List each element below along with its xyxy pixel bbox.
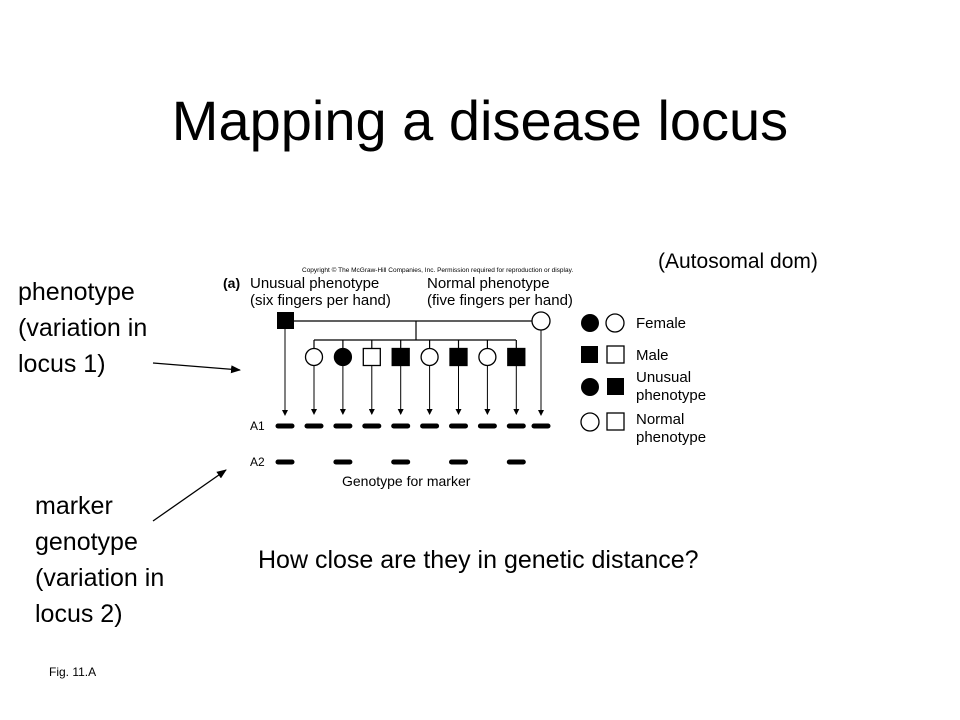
inheritance-mode-note: (Autosomal dom)	[658, 250, 818, 273]
phenotype-annotation-line: locus 1)	[18, 350, 106, 378]
legend-unusual-female-symbol	[581, 378, 599, 396]
parent-normal-sublabel: (five fingers per hand)	[427, 292, 573, 309]
allele-a1-label: A1	[250, 419, 265, 433]
offspring-affected-male	[391, 347, 410, 367]
legend-female-normal-symbol	[605, 313, 625, 333]
legend: Female Male Unusual phenotype Normal phe…	[580, 313, 706, 446]
legend-female-label: Female	[636, 315, 686, 332]
parent-normal-label: Normal phenotype	[427, 275, 550, 292]
legend-female-affected-symbol	[581, 314, 599, 332]
legend-normal-label-2: phenotype	[636, 429, 706, 446]
legend-normal-label: Normal	[636, 411, 684, 428]
allele-a2-label: A2	[250, 455, 265, 469]
slide-title: Mapping a disease locus	[171, 89, 789, 152]
parent-unusual-sublabel: (six fingers per hand)	[250, 292, 391, 309]
phenotype-annotation: phenotype (variation in locus 1)	[18, 274, 238, 382]
phenotype-annotation-line: phenotype	[18, 278, 135, 306]
offspring-normal-female	[420, 347, 439, 367]
legend-unusual-male-symbol	[607, 378, 624, 395]
parent-unusual-label: Unusual phenotype	[250, 275, 379, 292]
legend-male-label: Male	[636, 347, 669, 364]
mother-normal-female	[531, 311, 551, 331]
panel-label: (a)	[223, 275, 240, 291]
offspring-normal-female	[304, 347, 324, 367]
phenotype-pointer-arrow	[152, 362, 241, 374]
legend-normal-male-symbol	[606, 412, 625, 431]
legend-unusual-label-2: phenotype	[636, 387, 706, 404]
offspring-affected-male	[449, 347, 468, 367]
marker-pointer-arrow	[152, 469, 227, 522]
legend-male-affected-symbol	[581, 346, 598, 363]
legend-normal-female-symbol	[580, 412, 600, 432]
marker-annotation-line: genotype	[35, 528, 138, 556]
marker-annotation-line: (variation in	[35, 564, 165, 592]
question-text: How close are they in genetic distance?	[258, 546, 699, 574]
offspring-normal-female	[478, 347, 497, 367]
phenotype-annotation-line: (variation in	[18, 314, 148, 342]
marker-annotation: marker genotype (variation in locus 2)	[35, 488, 235, 632]
genotype-caption: Genotype for marker	[342, 473, 471, 489]
copyright-notice: Copyright © The McGraw-Hill Companies, I…	[302, 266, 573, 274]
father-affected-male	[277, 312, 294, 329]
offspring-normal-male	[362, 347, 381, 367]
marker-annotation-line: locus 2)	[35, 600, 123, 628]
marker-annotation-line: marker	[35, 492, 113, 520]
offspring-affected-male	[507, 347, 526, 367]
offspring-group	[304, 340, 526, 415]
offspring-affected-female	[333, 347, 353, 367]
legend-male-normal-symbol	[606, 345, 625, 364]
figure-reference: Fig. 11.A	[49, 665, 97, 679]
legend-unusual-label: Unusual	[636, 369, 691, 386]
